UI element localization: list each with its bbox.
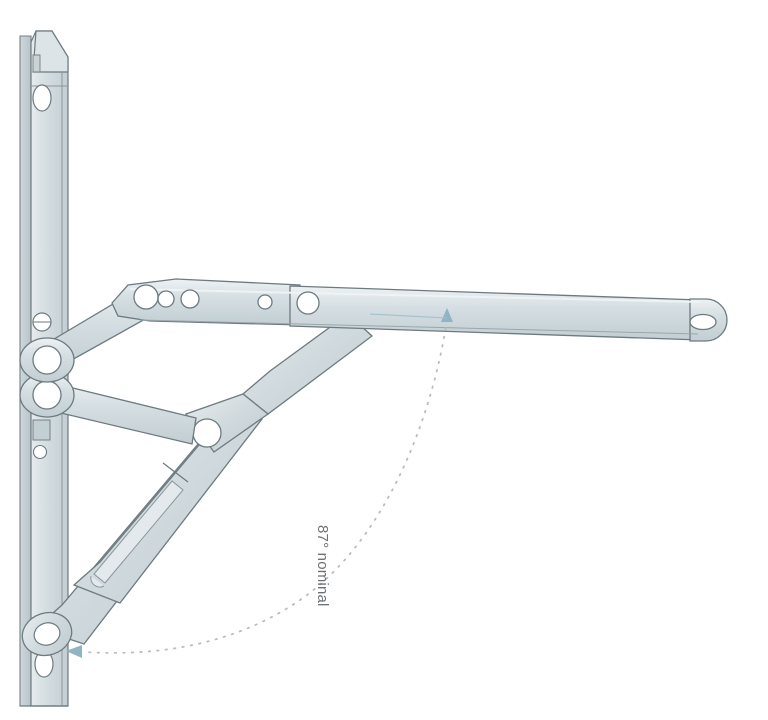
stay-arm-slot-channel	[93, 480, 184, 584]
track-rail-head-notch	[32, 54, 41, 73]
stay-arm-bottom-pivot-hole	[33, 622, 61, 646]
stay-brace	[184, 313, 374, 453]
top-arm-lower-seam	[139, 319, 699, 335]
top-arm-hole-2	[157, 290, 175, 308]
link-arm-upper-pivot-hole	[32, 345, 62, 375]
stay-brace-body	[241, 313, 374, 415]
track-rail-oval-slot-top	[32, 84, 52, 112]
link-arm-lower-pivot-hole	[32, 380, 62, 410]
top-arm	[111, 278, 728, 342]
top-arm-highlight	[129, 288, 701, 303]
track-rail-round-hole-lower	[32, 444, 48, 460]
angle-leader-top	[369, 313, 448, 319]
angle-label: 87° nominal	[314, 525, 331, 607]
stay-arm-slot-end-round	[90, 575, 105, 588]
top-arm-hole-1	[133, 284, 159, 310]
stay-brace-pivot-hole-overlay	[192, 418, 222, 448]
track-rail	[19, 30, 69, 707]
slider-shoe-window	[32, 419, 51, 441]
arrowhead-on-top-arm	[441, 308, 453, 322]
arrowhead-on-track-rail	[66, 645, 82, 658]
link-arm-lower	[19, 372, 197, 445]
stay-arm-joint-seam	[162, 462, 189, 483]
top-arm-hole-4	[257, 294, 273, 310]
top-arm-tip-oval-slot	[689, 313, 717, 331]
track-rail-round-hole-mid	[32, 312, 52, 332]
angle-annotation: 87° nominal	[66, 308, 453, 658]
top-arm-hole-3	[180, 289, 200, 309]
top-arm-hole-5	[296, 291, 320, 315]
angle-arc	[83, 319, 448, 654]
